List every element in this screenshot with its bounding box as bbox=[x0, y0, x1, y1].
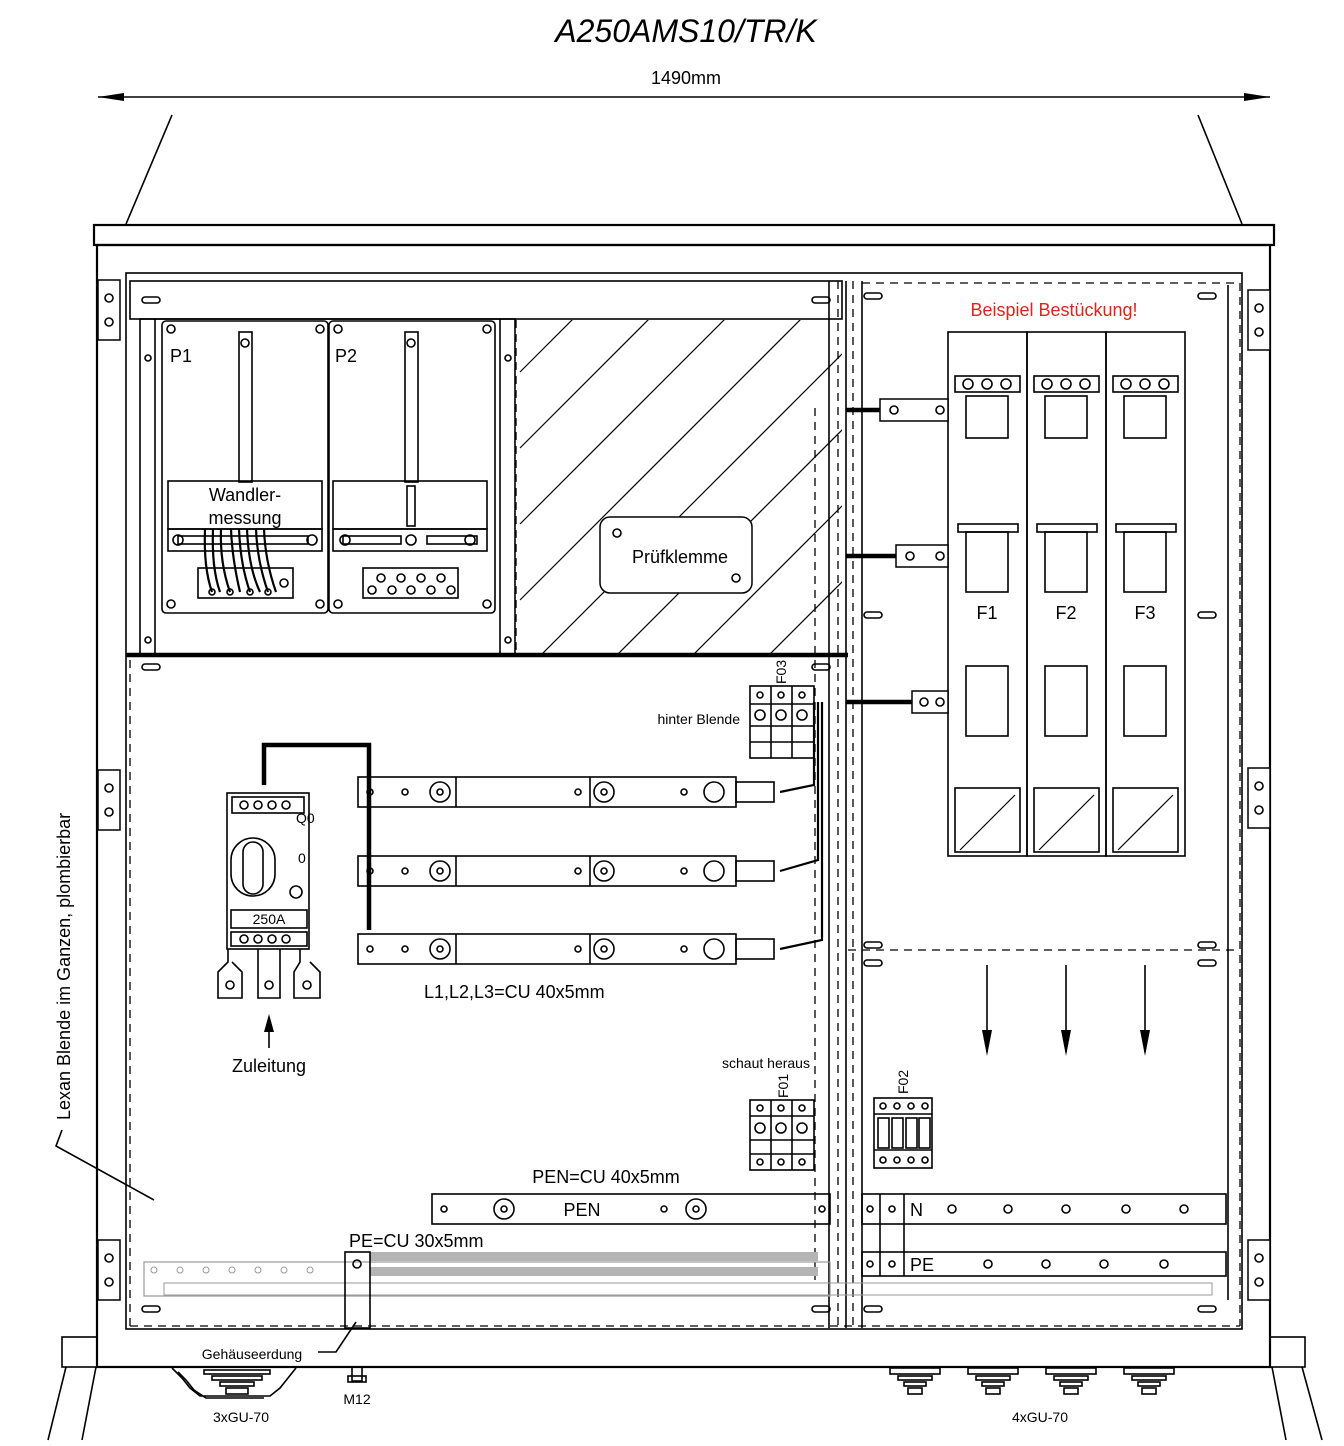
meter-p1-wiring bbox=[203, 528, 289, 596]
lexan-cover-outline bbox=[129, 282, 1241, 1327]
busbar-spec-label: L1,L2,L3=CU 40x5mm bbox=[424, 982, 605, 1002]
cabinet-roof bbox=[92, 223, 1276, 247]
busbar-l1 bbox=[357, 776, 775, 808]
supply-arrow bbox=[264, 1014, 274, 1048]
breaker-q0-label: Q0 bbox=[296, 810, 315, 826]
behind-cover-note: hinter Blende bbox=[657, 711, 740, 727]
pen-bar-label: PEN bbox=[563, 1200, 600, 1220]
supply-label: Zuleitung bbox=[232, 1056, 306, 1076]
m12-label: M12 bbox=[343, 1391, 370, 1407]
glands-left-label: 3xGU-70 bbox=[213, 1409, 269, 1425]
hinge-left-bottom bbox=[97, 1239, 121, 1301]
cable-glands-right bbox=[889, 1367, 1175, 1395]
center-vertical-rail bbox=[814, 281, 863, 1328]
n-bar-label: N bbox=[910, 1200, 923, 1220]
hinge-left-top bbox=[97, 279, 121, 341]
fuse-f01-label: F01 bbox=[775, 1074, 791, 1098]
pen-spec-label: PEN=CU 40x5mm bbox=[532, 1167, 680, 1187]
roof-slope-right bbox=[1197, 114, 1243, 225]
fuse-connection-lugs bbox=[846, 398, 949, 714]
housing-earth-label: Gehäuseerdung bbox=[202, 1346, 302, 1362]
pen-busbar: PEN bbox=[431, 1193, 831, 1225]
fuse-f01: F01 bbox=[749, 1074, 815, 1171]
busbar-l3 bbox=[357, 933, 775, 965]
cabinet-body bbox=[95, 243, 1272, 1369]
cabinet-plinth bbox=[47, 1336, 1323, 1441]
meter-p2: P2 bbox=[328, 320, 496, 614]
outgoing-arrows bbox=[982, 965, 1150, 1056]
protrudes-note: schaut heraus bbox=[722, 1055, 810, 1071]
surge-protector-f02: F02 bbox=[873, 1070, 933, 1169]
diagram-title: A250AMS10/TR/K bbox=[553, 13, 818, 49]
test-terminal-label: Prüfklemme bbox=[632, 547, 728, 567]
top-rail bbox=[129, 280, 843, 320]
fuse-f03: F03 bbox=[749, 660, 815, 759]
housing-earth-leader bbox=[318, 1321, 357, 1353]
main-breaker-q0: Q0 0 250A bbox=[217, 742, 372, 999]
cable-glands-left bbox=[171, 1367, 297, 1399]
pe-busbar-left bbox=[143, 1251, 1213, 1329]
breaker-rating: 250A bbox=[253, 911, 286, 927]
busbar-l2 bbox=[357, 855, 775, 887]
hinge-right-bottom bbox=[1247, 1239, 1271, 1301]
fuse-strip-f1 bbox=[947, 331, 1028, 857]
fuse-strip-f2 bbox=[1026, 331, 1107, 857]
lexan-leader-line bbox=[55, 1129, 155, 1201]
pe-spec-label: PE=CU 30x5mm bbox=[349, 1231, 484, 1251]
fuse-strip-f3 bbox=[1105, 331, 1186, 857]
hinge-right-top bbox=[1247, 289, 1271, 351]
glands-right-label: 4xGU-70 bbox=[1012, 1409, 1068, 1425]
hinge-left-mid bbox=[97, 769, 121, 831]
fuse-f3-label: F3 bbox=[1134, 603, 1155, 623]
pe-busbar-right: PE bbox=[861, 1251, 1227, 1277]
width-dimension-arrow bbox=[98, 93, 1270, 101]
cabinet-inner-frame bbox=[125, 272, 1243, 1330]
m12-bolt bbox=[347, 1366, 367, 1383]
f03-supply-wires bbox=[779, 702, 824, 951]
fuse-f03-label: F03 bbox=[773, 660, 789, 684]
hinge-right-mid bbox=[1247, 767, 1271, 829]
meter-p1-type-line1: Wandler- bbox=[209, 485, 281, 505]
pe-bar-label: PE bbox=[910, 1255, 934, 1275]
lexan-cover-note: Lexan Blende im Ganzen, plombierbar bbox=[54, 813, 74, 1120]
meter-p2-label: P2 bbox=[335, 346, 357, 366]
roof-slope-left bbox=[125, 114, 173, 225]
breaker-off-marker: 0 bbox=[298, 850, 306, 866]
n-busbar: N bbox=[861, 1193, 1227, 1276]
surge-f02-label: F02 bbox=[895, 1070, 911, 1094]
meter-p1-type-line2: messung bbox=[208, 508, 281, 528]
hatched-blank-panel: Prüfklemme bbox=[515, 320, 842, 654]
meter-p1: P1 Wandler- messung bbox=[161, 320, 329, 614]
meter-p1-label: P1 bbox=[170, 346, 192, 366]
width-dimension-label: 1490mm bbox=[651, 68, 721, 88]
example-equipment-note: Beispiel Bestückung! bbox=[970, 300, 1137, 320]
fuse-f1-label: F1 bbox=[976, 603, 997, 623]
fuse-f2-label: F2 bbox=[1055, 603, 1076, 623]
